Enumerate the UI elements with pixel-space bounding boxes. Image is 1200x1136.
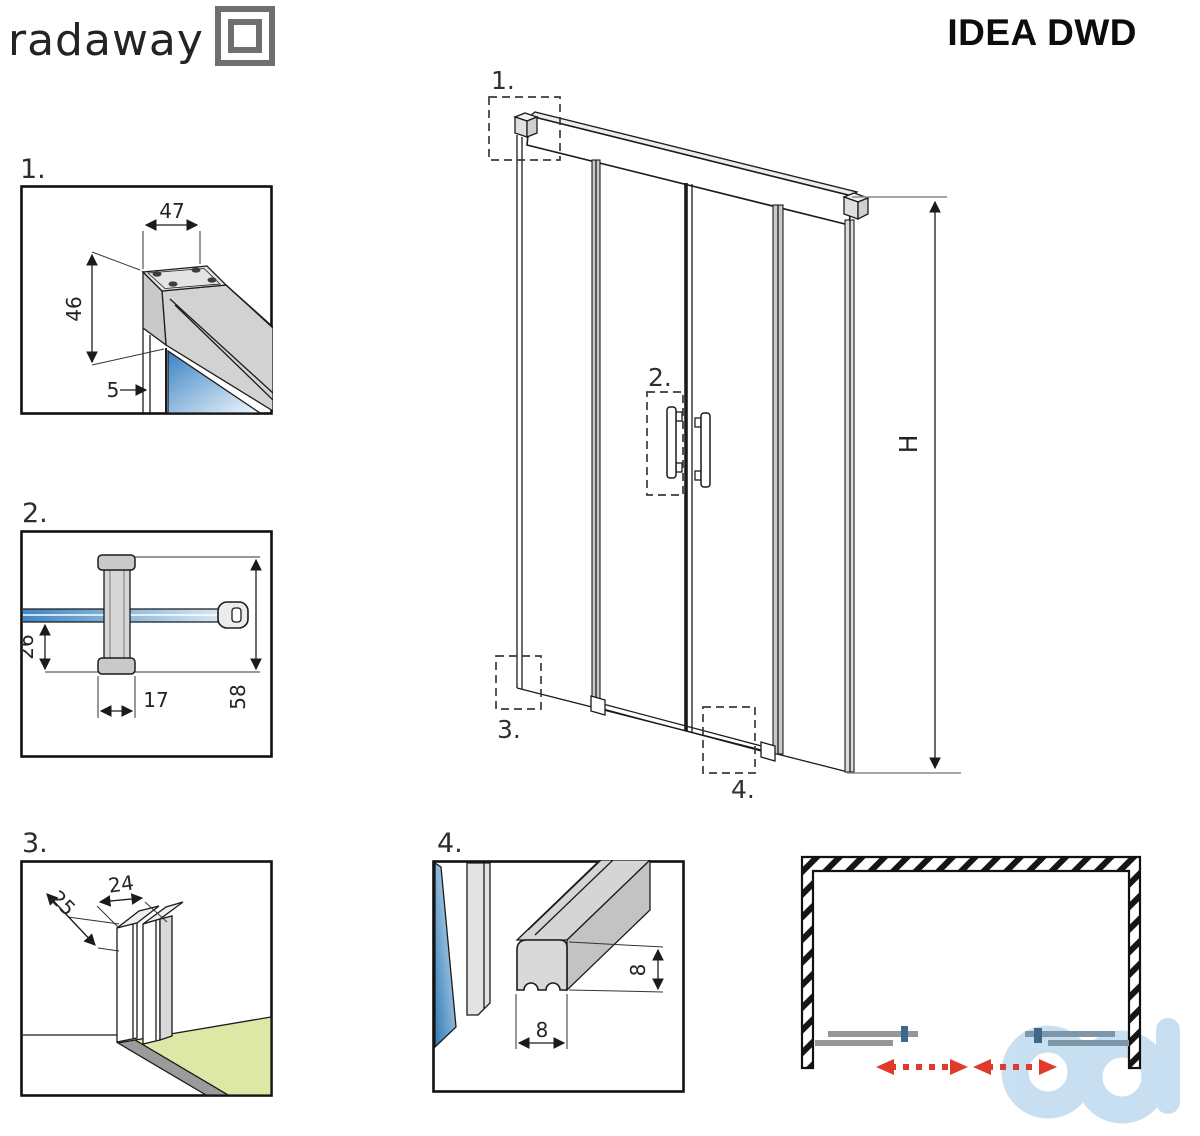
handle-marker bbox=[1034, 1028, 1042, 1043]
door-panel-bar bbox=[815, 1040, 893, 1046]
height-dimension: H bbox=[847, 196, 961, 774]
wall-profile-end-cap bbox=[217, 601, 249, 629]
dim-25-line bbox=[46, 893, 96, 946]
dim-8-height-label: 8 bbox=[626, 964, 650, 977]
callout-1-label: 1. bbox=[491, 66, 515, 95]
dim-5-label: 5 bbox=[107, 378, 120, 402]
detail-4-drawing: 8 8 bbox=[432, 860, 685, 1093]
dim-24-label: 24 bbox=[107, 870, 136, 897]
door-handle bbox=[97, 554, 136, 675]
callout-box-4 bbox=[702, 706, 756, 774]
callout-box-2 bbox=[646, 391, 684, 496]
callout-3-label: 3. bbox=[497, 715, 521, 744]
detail-2-label: 2. bbox=[22, 498, 48, 529]
detail-3-label: 3. bbox=[22, 828, 48, 859]
glass-pane bbox=[167, 349, 263, 414]
detail-1-drawing: 47 46 5 bbox=[20, 185, 273, 415]
callout-4-label: 4. bbox=[731, 775, 755, 804]
detail-4-label: 4. bbox=[437, 828, 463, 859]
brand-logo: radaway bbox=[8, 6, 275, 66]
screw-icon bbox=[168, 281, 178, 287]
top-view-schematic bbox=[800, 855, 1180, 1124]
slide-direction-arrow-right bbox=[973, 1059, 1057, 1075]
dim-8-width-label: 8 bbox=[536, 1018, 549, 1042]
screw-icon bbox=[191, 267, 201, 273]
main-drawing: 1. 2. 3. 4. H bbox=[488, 66, 961, 804]
glass-pane bbox=[434, 861, 457, 1049]
door-handle-left bbox=[666, 406, 683, 479]
floor-shadow bbox=[116, 1039, 231, 1096]
product-title: IDEA DWD bbox=[947, 12, 1137, 53]
top-rail bbox=[526, 115, 853, 226]
door-panel-bar bbox=[1025, 1031, 1115, 1037]
callout-2-label: 2. bbox=[648, 363, 672, 392]
detail-2-drawing: 26 17 58 bbox=[20, 530, 273, 758]
dim-17-label: 17 bbox=[143, 688, 168, 712]
dim-46-label: 46 bbox=[62, 296, 86, 321]
detail-1-label: 1. bbox=[20, 154, 46, 185]
callout-box-1 bbox=[488, 96, 561, 161]
callout-box-3 bbox=[495, 655, 542, 710]
wall-hatch bbox=[800, 855, 1142, 1070]
door-bottom-profile bbox=[466, 862, 491, 1016]
dim-24-line bbox=[98, 893, 144, 907]
brand-logo-icon bbox=[215, 6, 275, 66]
screw-icon bbox=[207, 277, 217, 283]
dim-47-label: 47 bbox=[159, 199, 184, 223]
bottom-threshold bbox=[590, 695, 776, 762]
dim-58-label: 58 bbox=[226, 684, 250, 709]
screw-icon bbox=[152, 271, 162, 277]
handle-marker bbox=[901, 1026, 908, 1042]
dim-26-label: 26 bbox=[20, 634, 38, 659]
door-handle-right bbox=[694, 412, 711, 488]
rail-end-cap-left bbox=[513, 112, 539, 138]
slide-direction-arrow-left bbox=[876, 1059, 968, 1075]
threshold-profile bbox=[515, 860, 651, 992]
door-panel-bar bbox=[1048, 1040, 1129, 1046]
door-panel-bar bbox=[828, 1031, 918, 1037]
brand-logo-text: radaway bbox=[8, 15, 204, 66]
detail-3-drawing: 24 25 bbox=[20, 860, 273, 1097]
height-dimension-label: H bbox=[894, 435, 923, 454]
